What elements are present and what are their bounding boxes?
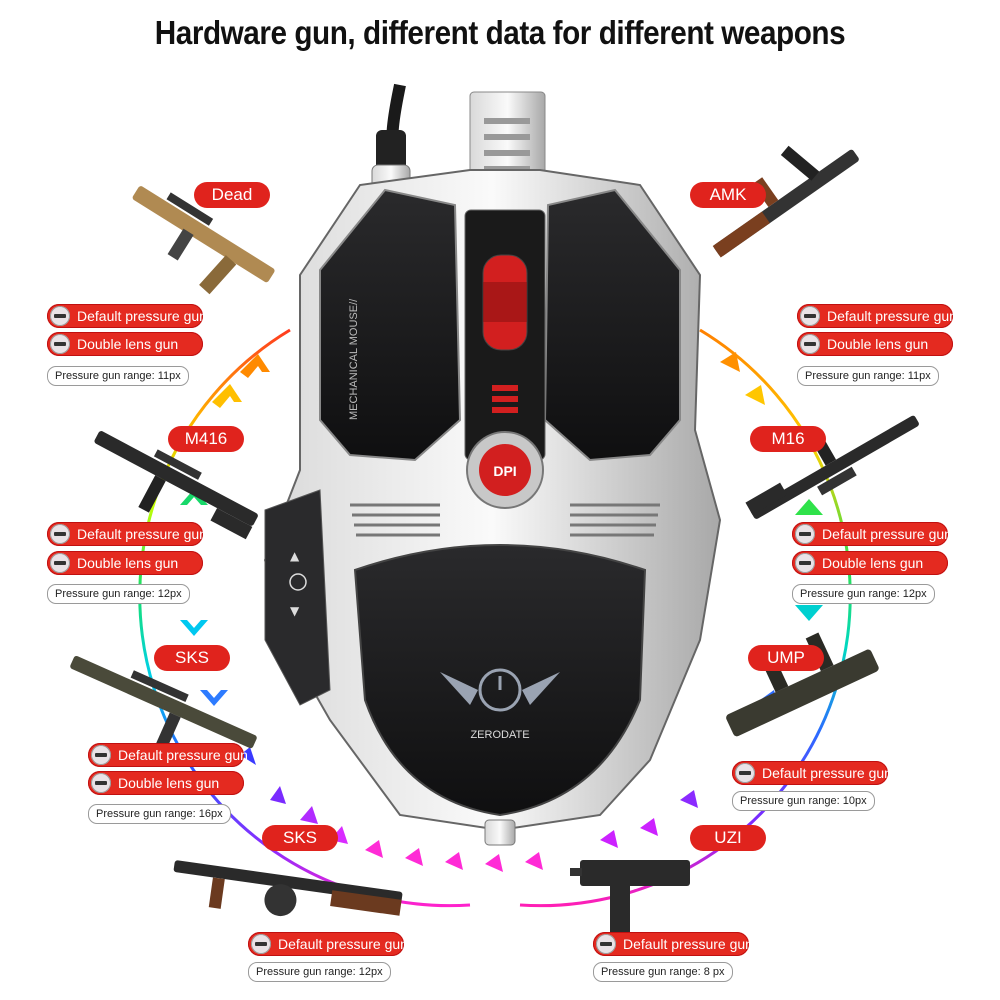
scope-icon bbox=[50, 553, 70, 573]
weapon-name-amk: AMK bbox=[690, 182, 766, 208]
gun-icon bbox=[50, 306, 70, 326]
bottom-knob bbox=[484, 819, 516, 846]
left-button bbox=[319, 188, 462, 462]
uzi-default-pressure: Default pressure gun bbox=[593, 932, 753, 956]
amk-range: Pressure gun range: 11px bbox=[797, 366, 939, 386]
m16-double-lens: Double lens gun bbox=[792, 551, 948, 575]
weapon-name-dead: Dead bbox=[194, 182, 270, 208]
weapon-name-sks-left: SKS bbox=[154, 645, 230, 671]
page-title: Hardware gun, different data for differe… bbox=[154, 14, 846, 51]
weapon-name-sks-bottom: SKS bbox=[262, 825, 338, 851]
gun-icon bbox=[596, 934, 616, 954]
mouse-side-text: MECHANICAL MOUSE// bbox=[348, 298, 360, 420]
mouse-side-wing bbox=[264, 489, 331, 706]
svg-text:▼: ▼ bbox=[290, 604, 300, 618]
sks-bottom-default-pressure: Default pressure gun bbox=[248, 932, 408, 956]
m416-range: Pressure gun range: 12px bbox=[47, 584, 190, 604]
sks-left-default-pressure: Default pressure gun bbox=[88, 743, 248, 767]
sks-bottom-range: Pressure gun range: 12px bbox=[248, 962, 391, 982]
svg-text:▲: ▲ bbox=[290, 549, 300, 563]
weapon-name-ump: UMP bbox=[748, 645, 824, 671]
mouse-springs bbox=[350, 503, 660, 537]
brand-logo bbox=[440, 668, 560, 712]
right-button bbox=[543, 188, 681, 462]
rifle-m416-icon bbox=[94, 431, 258, 540]
rifle-m16-icon bbox=[745, 415, 919, 519]
m16-range: Pressure gun range: 12px bbox=[792, 584, 935, 604]
gun-icon bbox=[91, 745, 111, 765]
gun-icon bbox=[50, 524, 70, 544]
smg-ump-icon bbox=[726, 632, 879, 737]
uzi-range: Pressure gun range: 8 px bbox=[593, 962, 733, 982]
scope-icon bbox=[91, 773, 111, 793]
ump-range: Pressure gun range: 10px bbox=[732, 791, 875, 811]
gun-icon bbox=[800, 306, 820, 326]
gun-icon bbox=[251, 934, 271, 954]
brand-name: ZERODATE bbox=[470, 729, 529, 741]
amk-default-pressure: Default pressure gun bbox=[797, 304, 957, 328]
weapon-name-m416: M416 bbox=[168, 426, 244, 452]
dead-double-lens: Double lens gun bbox=[47, 332, 203, 356]
scope-icon bbox=[50, 334, 70, 354]
m416-double-lens: Double lens gun bbox=[47, 551, 203, 575]
smg-tommy-icon bbox=[173, 860, 403, 917]
weapon-name-uzi: UZI bbox=[690, 825, 766, 851]
smg-uzi-icon bbox=[570, 860, 690, 946]
rifle-sks-left-icon bbox=[70, 655, 257, 749]
dpi-label: DPI bbox=[493, 463, 516, 479]
sks-left-double-lens: Double lens gun bbox=[88, 771, 244, 795]
gun-icon bbox=[795, 524, 815, 544]
m416-default-pressure: Default pressure gun bbox=[47, 522, 207, 546]
ump-default-pressure: Default pressure gun bbox=[732, 761, 892, 785]
sks-left-range: Pressure gun range: 16px bbox=[88, 804, 231, 824]
amk-double-lens: Double lens gun bbox=[797, 332, 953, 356]
gun-icon bbox=[735, 763, 755, 783]
weapon-name-m16: M16 bbox=[750, 426, 826, 452]
dead-range: Pressure gun range: 11px bbox=[47, 366, 189, 386]
m16-default-pressure: Default pressure gun bbox=[792, 522, 952, 546]
scope-icon bbox=[800, 334, 820, 354]
dead-default-pressure: Default pressure gun bbox=[47, 304, 207, 328]
scope-icon bbox=[795, 553, 815, 573]
rifle-dead-icon bbox=[132, 186, 275, 295]
